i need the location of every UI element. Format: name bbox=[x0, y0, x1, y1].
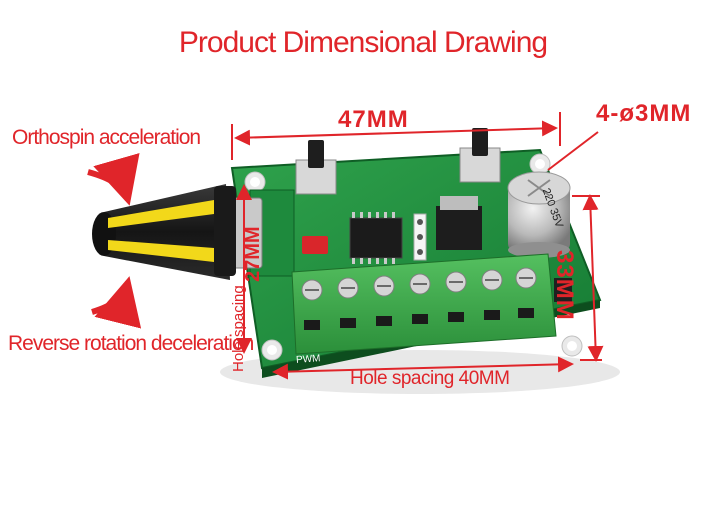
rotate-reverse-arrow-icon bbox=[91, 276, 142, 329]
vertical-hole-spacing-value: 27MM bbox=[242, 226, 264, 282]
rotate-forward-arrow-icon bbox=[87, 153, 140, 206]
jumper-cap bbox=[302, 236, 328, 254]
pwm-marking: PWM bbox=[295, 353, 321, 366]
hole-diameter-label: 4-ø3MM bbox=[596, 100, 692, 127]
forward-rotation-label: Orthospin acceleration bbox=[12, 126, 201, 149]
vertical-hole-spacing-label: Hole spacing bbox=[230, 285, 247, 372]
mosfet bbox=[436, 206, 482, 250]
horizontal-hole-spacing-label: Hole spacing 40MM bbox=[350, 368, 510, 389]
width-dimension-label: 47MM bbox=[338, 106, 409, 133]
header-pins bbox=[413, 213, 427, 261]
terminal-block bbox=[291, 253, 557, 355]
page-title: Product Dimensional Drawing bbox=[178, 26, 548, 59]
ic-chip bbox=[349, 217, 403, 259]
reverse-rotation-label: Reverse rotation deceleration bbox=[8, 332, 254, 355]
knob-icon bbox=[92, 184, 236, 280]
capacitor: 220 35V bbox=[507, 171, 571, 258]
diode bbox=[554, 278, 572, 302]
height-dimension-label: 33MM bbox=[551, 250, 578, 321]
dimension-lines bbox=[231, 112, 604, 380]
